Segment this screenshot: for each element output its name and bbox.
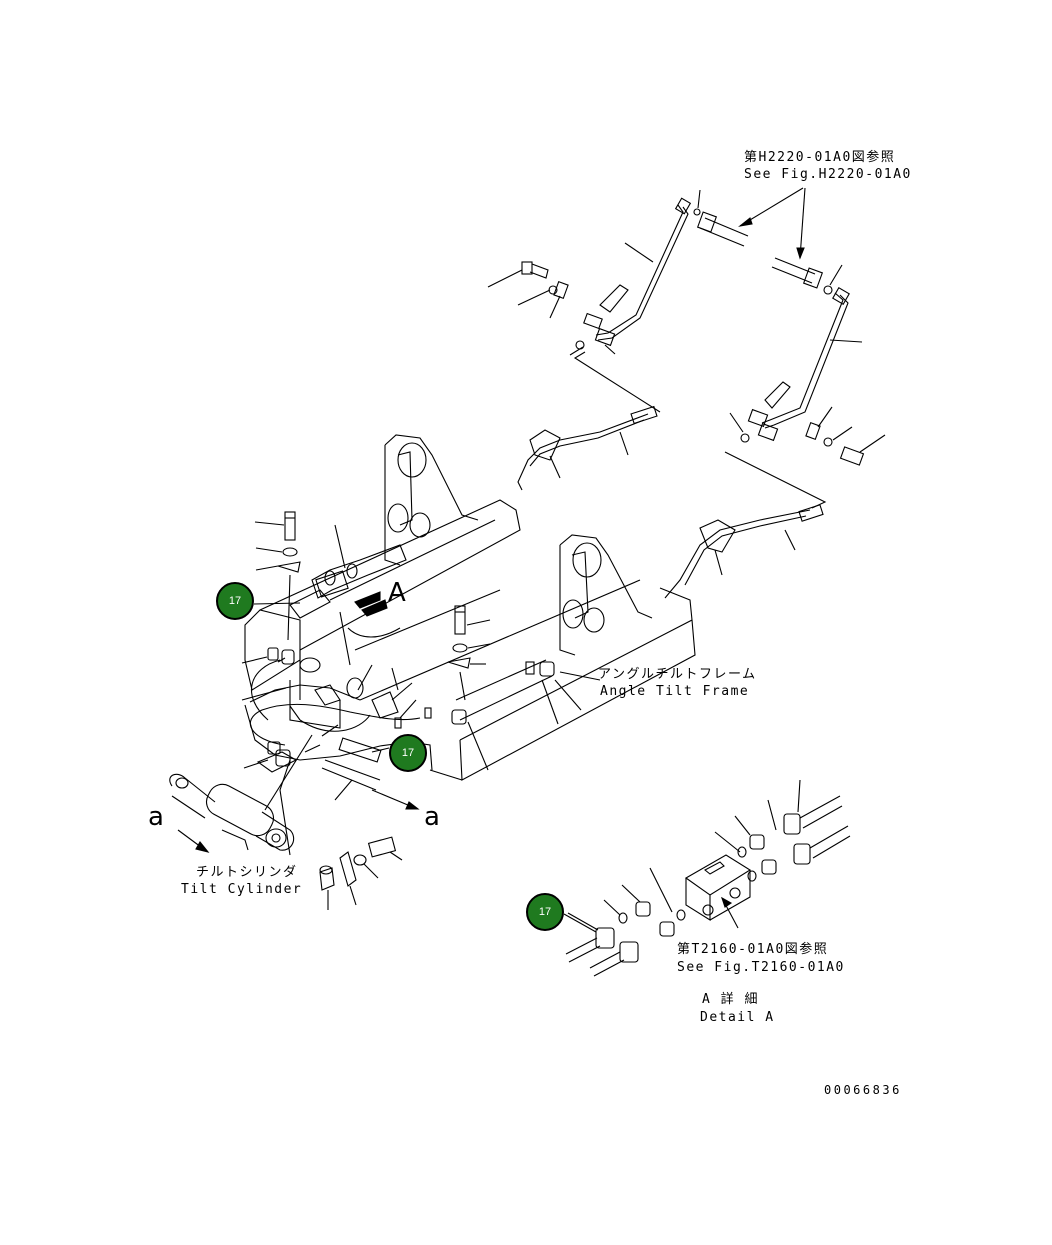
drawing-number: 00066836 [824, 1083, 902, 1097]
angle-tilt-frame-label-en: Angle Tilt Frame [600, 684, 750, 699]
detail-a-label-jp: A 詳 細 [702, 992, 759, 1007]
lower-fittings [319, 836, 403, 910]
callout-badge-17-frame-center[interactable]: 17 [389, 734, 427, 772]
callout-badge-17-frame-left[interactable]: 17 [216, 582, 254, 620]
tilt-cylinder-label-en: Tilt Cylinder [181, 882, 303, 897]
tilt-cylinder [169, 734, 313, 856]
view-a-marker: A [388, 578, 406, 608]
ref-t2160-label-jp: 第T2160-01A0図参照 [677, 942, 829, 957]
upper-pipe-assembly [487, 187, 886, 599]
tilt-cylinder-label-jp: チルトシリンダ [196, 865, 298, 880]
detail-a-label-en: Detail A [700, 1010, 775, 1025]
section-a-right-marker: a [424, 802, 440, 832]
ref-h2220-label-jp: 第H2220-01A0図参照 [744, 150, 896, 165]
callout-badge-17-detail-a[interactable]: 17 [526, 893, 564, 931]
ref-h2220-label-en: See Fig.H2220-01A0 [744, 167, 912, 182]
ref-t2160-label-en: See Fig.T2160-01A0 [677, 960, 845, 975]
angle-tilt-frame [241, 434, 696, 781]
detail-a-drawing [565, 779, 851, 977]
section-arrows [177, 737, 420, 853]
section-a-left-marker: a [148, 802, 164, 832]
angle-tilt-frame-label-jp: アングルチルトフレーム [598, 667, 757, 682]
